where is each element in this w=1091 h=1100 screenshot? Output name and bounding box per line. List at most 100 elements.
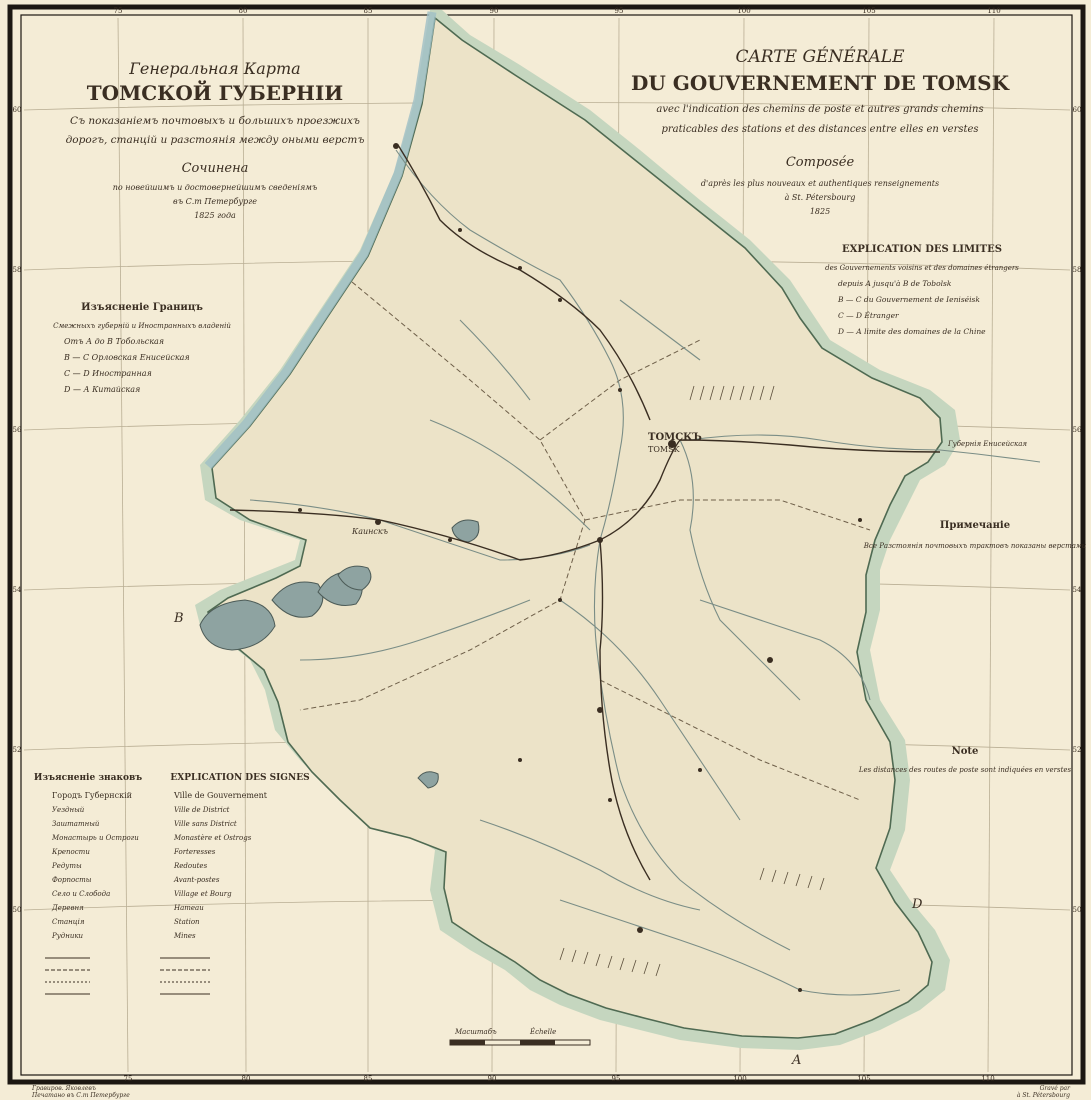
legend-limits-fr: EXPLICATION DES LIMITES des Gouvernement…	[825, 244, 1019, 336]
west-boundary-wash	[204, 11, 437, 470]
title-ru-composed-note: по новейшимъ и достовернейшимъ сведеніям…	[113, 183, 318, 192]
graticule-labels: 75 80 85 90 95 100 105 110 75 80 85 90 9…	[13, 7, 1082, 1083]
scale-label-fr: Échelle	[529, 1027, 556, 1036]
graticule-label-left: 50	[13, 906, 22, 914]
scale-label-ru: Масштабъ	[454, 1028, 497, 1036]
boundary-letter-a: A	[791, 1053, 801, 1068]
legend-signs-ru: Изъясненіе знаковъ Городъ Губернскій Уез…	[34, 773, 142, 940]
title-fr-line1: CARTE GÉNÉRALE	[736, 46, 906, 67]
legend-limits-fr-row: D — A limite des domaines de la Chine	[837, 327, 986, 336]
legend-limits-ru-heading: Изъясненіе Границъ	[81, 302, 203, 313]
legend-signs-fr-row: Mines	[173, 932, 196, 940]
city-tomsk-label: ТОМСКЪ	[648, 432, 702, 443]
footer-left-2: Печатано въ С.т Петербурге	[31, 1092, 130, 1099]
legend-signs-fr-row: Ville de District	[174, 806, 230, 814]
graticule-label-right: 50	[1073, 906, 1082, 914]
graticule-label-bottom: 90	[488, 1075, 497, 1083]
city-kuznetsk-marker	[767, 657, 773, 663]
graticule-label-bottom: 105	[857, 1075, 870, 1083]
legend-signs-fr-row: Hameau	[173, 904, 204, 912]
legend-signs-fr-row: Forteresses	[173, 848, 216, 856]
graticule-label-top: 95	[615, 7, 624, 15]
note-ru: Примечаніе Все Разстоянія почтовыхъ трак…	[863, 520, 1087, 550]
legend-limits-ru-row: D — А Китайская	[63, 385, 140, 394]
graticule-label-top: 75	[114, 7, 123, 15]
legend-signs-ru-row: Станція	[52, 918, 85, 926]
title-ru-line3: Съ показаніемъ почтовыхъ и большихъ прое…	[70, 115, 360, 127]
legend-signs-fr-heading: EXPLICATION DES SIGNES	[170, 773, 309, 783]
note-fr-text: Les distances des routes de poste sont i…	[858, 766, 1072, 774]
note-fr: Note Les distances des routes de poste s…	[858, 746, 1072, 774]
legend-signs-ru-heading: Изъясненіе знаковъ	[34, 773, 142, 783]
legend-signs-fr-row: Ville sans District	[174, 820, 237, 828]
footer-imprint: Гравиров. Яковлевъ Печатано въ С.т Петер…	[31, 1085, 1071, 1099]
graticule-label-right: 58	[1073, 266, 1082, 274]
lake-small-4	[417, 771, 439, 789]
legend-limits-ru-subheading: Смежныхъ губерній и Иностранныхъ владені…	[53, 322, 231, 330]
rivers	[249, 149, 1041, 996]
lake-ubinskoye	[271, 581, 324, 618]
title-cartouche-ru: Генеральная Карта ТОМСКОЙ ГУБЕРНІИ Съ по…	[66, 59, 365, 220]
scale-bar	[449, 1039, 591, 1046]
graticule-label-left: 54	[13, 586, 22, 594]
title-ru-line1: Генеральная Карта	[128, 59, 300, 78]
note-fr-heading: Note	[952, 746, 979, 757]
title-cartouche-fr: CARTE GÉNÉRALE DU GOUVERNEMENT DE TOMSK …	[631, 46, 1010, 216]
legend-signs-ru-row: Городъ Губернскій	[52, 791, 132, 800]
river-ob	[395, 149, 791, 951]
graticule-label-right: 56	[1073, 426, 1082, 434]
city-tomsk-marker	[668, 440, 676, 448]
legend-signs-ru-row: Заштатный	[52, 820, 100, 828]
graticule-label-bottom: 100	[733, 1075, 746, 1083]
legend-limits-ru-row: В — С Орловская Енисейская	[63, 353, 190, 362]
graticule-label-bottom: 95	[612, 1075, 621, 1083]
legend-signs-fr-row: Redoutes	[173, 862, 208, 870]
title-fr-line2: DU GOUVERNEMENT DE TOMSK	[631, 71, 1010, 95]
city-biysk-marker	[637, 927, 643, 933]
legend-limits-fr-heading: EXPLICATION DES LIMITES	[842, 244, 1002, 255]
legend-signs-fr: EXPLICATION DES SIGNES Ville de Gouverne…	[170, 773, 309, 940]
note-ru-text: Все Разстоянія почтовыхъ трактовъ показа…	[863, 542, 1087, 550]
graticule-label-bottom: 75	[124, 1075, 133, 1083]
title-fr-year: 1825	[810, 207, 830, 216]
graticule-label-left: 56	[13, 426, 22, 434]
city-narym-marker	[393, 143, 399, 149]
mountain-hatching	[559, 385, 825, 977]
boundary-letter-d: D	[911, 897, 923, 912]
graticule-label-bottom: 80	[242, 1075, 251, 1083]
city-kainsk-label: Каинскъ	[351, 527, 388, 536]
graticule-label-bottom: 85	[364, 1075, 373, 1083]
legend-signs-ru-row: Деревня	[51, 904, 84, 912]
city-kolyvan-marker	[597, 537, 603, 543]
legend-limits-fr-row: C — D Étranger	[838, 311, 899, 320]
legend-signs-fr-row: Ville de Gouvernement	[173, 791, 268, 800]
legend-signs-ru-row: Крепости	[51, 848, 90, 856]
graticule-label-left: 52	[13, 746, 22, 754]
title-ru-line2: ТОМСКОЙ ГУБЕРНІИ	[87, 79, 343, 105]
title-ru-year: 1825 года	[194, 211, 236, 220]
title-fr-author: à St. Pétersbourg	[785, 193, 856, 202]
graticule-label-right: 60	[1073, 106, 1082, 114]
title-ru-author: въ С.т Петербурге	[173, 197, 257, 206]
legend-signs-fr-row: Village et Bourg	[174, 890, 232, 898]
outer-frame	[7, 4, 1086, 1085]
graticule-label-left: 60	[13, 106, 22, 114]
legend-limits-ru: Изъясненіе Границъ Смежныхъ губерній и И…	[53, 302, 231, 394]
lakes	[199, 519, 480, 789]
title-ru-composed: Сочинена	[182, 161, 249, 176]
legend-signs-fr-row: Monastère et Ostrogs	[173, 834, 252, 842]
graticule-label-top: 85	[364, 7, 373, 15]
legend-signs-ru-row: Редуты	[51, 862, 82, 870]
legend-limits-fr-row: B — C du Gouvernement de Ieniséisk	[837, 295, 980, 304]
footer-right-1: Gravé par	[1040, 1085, 1072, 1092]
legend-signs-ru-row: Монастырь и Остроги	[51, 834, 139, 842]
note-ru-heading: Примечаніе	[940, 520, 1010, 531]
legend-limits-ru-row: С — D Иностранная	[64, 369, 152, 378]
river-tom	[679, 439, 801, 701]
legend-signs-ru-row: Рудники	[51, 932, 84, 940]
legend-signs-fr-row: Station	[174, 918, 200, 926]
territory-land	[207, 16, 943, 1039]
graticule-label-right: 54	[1073, 586, 1082, 594]
